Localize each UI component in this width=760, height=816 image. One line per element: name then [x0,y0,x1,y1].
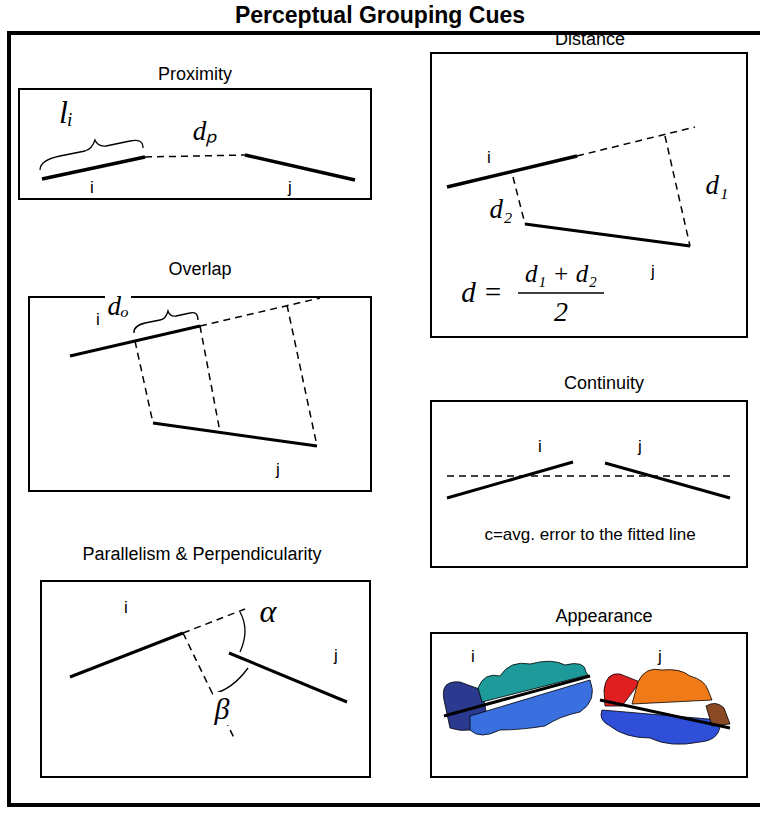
cue-panel: Proximitylᵢdₚij [18,88,372,200]
figure-stroke [229,653,347,702]
figure-stroke [240,612,245,652]
math-label: d₂ [488,195,515,225]
figure-stroke [601,710,720,744]
math-label: dₚ [191,117,220,147]
continuity-figure [447,462,730,498]
math-label: α [258,594,279,629]
segment-label: j [638,438,642,457]
figure-stroke [577,127,695,156]
appearance-figure [443,661,730,744]
heading: Appearance [555,607,652,627]
math-label: d₁ [704,171,731,201]
figure-stroke [200,298,320,326]
cue-panel: Overlapdₒij [28,296,372,492]
figure-stroke [134,311,198,333]
distance-figure [447,127,695,293]
math-label: dₒ [105,292,130,322]
heading: Continuity [564,374,644,394]
figure-stroke [605,463,730,498]
figure-stroke [135,341,153,423]
heading: Overlap [168,260,231,280]
figure-stroke [42,157,145,179]
figure-stroke [444,676,590,716]
segment-label: i [124,599,128,618]
figure-stroke [513,177,525,224]
figure-stroke [525,224,690,246]
diagram-title: Perceptual Grouping Cues [0,2,760,29]
heading: Proximity [158,65,232,85]
figure-stroke [200,326,220,432]
figure-stroke [447,156,577,187]
figure-stroke [632,669,712,704]
caption-note: c=avg. error to the fitted line [482,526,697,545]
figure-stroke [183,609,245,633]
cue-panel: Continuityijc=avg. error to the fitted l… [430,400,748,568]
figure-stroke [212,668,248,694]
figure-stroke [665,136,690,246]
segment-label: j [276,461,280,480]
outer-frame [9,33,760,805]
figure-stroke [70,633,183,677]
math-label: lᵢ [57,95,75,130]
figure-stroke [153,423,317,446]
cue-panel: Parallelism & Perpendicularityiαβj [40,580,371,778]
segment-label: j [334,647,338,666]
math-label: 2 [552,297,570,328]
segment-label: i [538,438,542,457]
segment-label: j [658,648,662,667]
figure-stroke [518,292,604,294]
segment-label: i [487,149,491,168]
heading: Parallelism & Perpendicularity [82,545,321,565]
figure-stroke [40,140,143,170]
figure-stroke [447,475,730,477]
heading: Distance [555,30,625,50]
figure-stroke [183,633,235,740]
parallelism-figure [70,609,347,740]
figure-stroke [145,155,245,157]
cue-panel: Appearanceij [430,632,748,778]
segment-label: i [96,311,100,330]
segment-label: j [288,179,292,198]
figure-stroke [245,155,355,180]
segment-label: j [651,263,655,282]
math-label: β [213,692,232,725]
cue-panel: Distanceid₂d₁jd =d₁ + d₂2 [430,52,748,338]
figure-stroke [470,680,592,735]
figure-stroke [287,305,317,446]
figure-stroke [600,700,730,728]
math-label: d₁ + d₂ [523,260,599,288]
segment-label: i [90,179,94,198]
figure-stroke [447,462,573,498]
math-label: d = [459,277,504,309]
segment-label: i [471,648,475,667]
